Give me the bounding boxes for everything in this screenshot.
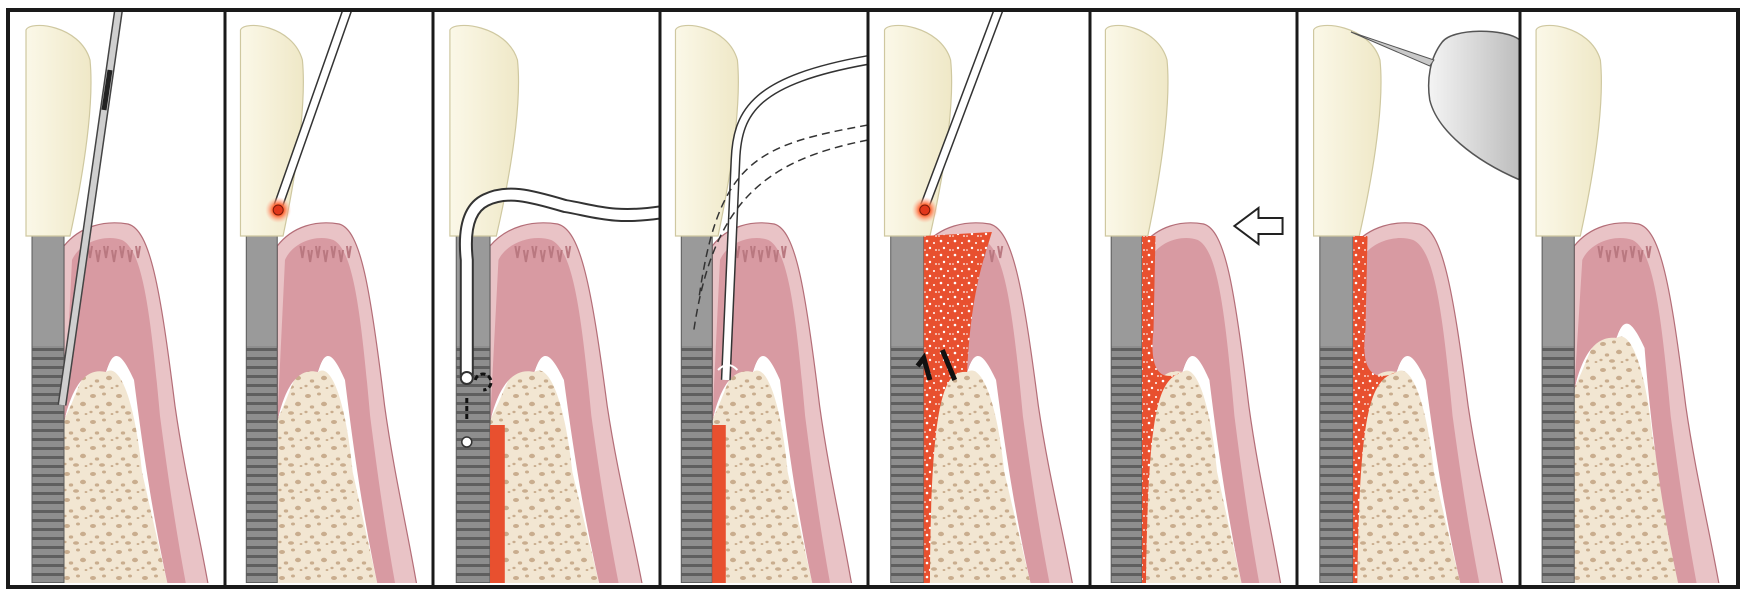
implant-threads — [456, 346, 491, 583]
bone — [490, 370, 600, 583]
blood-clot — [490, 425, 505, 583]
gingiva-inner — [1141, 238, 1260, 583]
graft-layer — [1141, 236, 1183, 583]
laser-fiber-core — [722, 56, 868, 381]
implant-threads — [32, 346, 64, 583]
crown — [674, 24, 739, 237]
implant-abutment — [246, 236, 278, 346]
gingiva-inner — [490, 238, 619, 583]
panel-1-probing — [25, 12, 209, 583]
implant-threads — [246, 346, 278, 583]
gingiva-inner — [1353, 238, 1480, 583]
implant-abutment — [1542, 236, 1575, 346]
panel-4-content — [674, 24, 868, 583]
rete-pegs — [87, 245, 141, 263]
crown — [25, 24, 92, 237]
bone — [923, 370, 1031, 583]
panel-1-content — [25, 12, 209, 583]
implant-threads — [1319, 346, 1354, 583]
crown — [1312, 24, 1382, 237]
rete-pegs — [514, 245, 572, 263]
laser-clot — [923, 232, 992, 583]
gingiva-inner — [64, 238, 186, 583]
rotation-arrows — [915, 349, 958, 381]
gingiva-inner — [1574, 238, 1697, 583]
implant-abutment — [1319, 236, 1354, 346]
panel-7-content — [1312, 24, 1520, 583]
implant-threads — [1542, 346, 1575, 583]
laser-tip — [919, 204, 931, 216]
crown — [1104, 24, 1169, 237]
bone — [1574, 336, 1679, 583]
implant-threads — [1111, 346, 1142, 583]
implant-threads — [681, 346, 713, 583]
bubble-marks — [717, 364, 739, 371]
gingiva-inner — [712, 238, 831, 583]
panel-8-content — [1535, 24, 1720, 583]
ultrasonic-tip — [459, 371, 474, 385]
bone — [712, 370, 813, 583]
panel-4-laser-bone-decortication — [674, 24, 868, 583]
panel-6-content — [1104, 24, 1284, 583]
panel-5-laser-clot-formation — [883, 12, 1073, 583]
laser-fiber-core — [274, 12, 351, 208]
bone — [277, 370, 378, 583]
panel-3-content — [449, 24, 660, 583]
laser-tip — [272, 204, 284, 216]
vibration-arrows — [465, 372, 493, 420]
rete-pegs — [734, 245, 787, 263]
bone — [64, 370, 168, 583]
laser-paths — [693, 124, 868, 331]
implant-threads — [890, 346, 924, 583]
bur — [1350, 31, 1435, 67]
panel-3-ultrasonic-debridement — [449, 24, 660, 583]
ultrasonic-shaft-core — [460, 189, 660, 375]
graft-layer — [1353, 236, 1397, 583]
debris-particle — [461, 436, 473, 448]
bone — [1141, 370, 1242, 583]
implant-abutment — [32, 236, 64, 346]
bone — [1353, 370, 1461, 583]
panel-2-content — [239, 12, 418, 583]
rete-pegs — [299, 245, 352, 263]
handpiece — [1427, 30, 1520, 181]
blood-clot — [712, 425, 726, 583]
gingiva-inner — [277, 238, 396, 583]
panel-2-laser-decontamination — [239, 12, 418, 583]
probe-marking — [101, 69, 113, 111]
panel-8-healed — [1535, 24, 1720, 583]
panel-7-occlusal-adjustment — [1312, 24, 1520, 583]
rete-pegs — [1597, 245, 1652, 263]
probe-shaft-highlight — [59, 12, 122, 406]
compression-arrow-icon — [1232, 206, 1284, 246]
panel-5-content — [883, 12, 1073, 583]
implant-abutment — [890, 236, 924, 346]
panel-6-tissue-compression — [1104, 24, 1284, 583]
laser-fiber-core — [921, 12, 1002, 208]
crown — [1535, 24, 1602, 237]
implant-abutment — [1111, 236, 1142, 346]
